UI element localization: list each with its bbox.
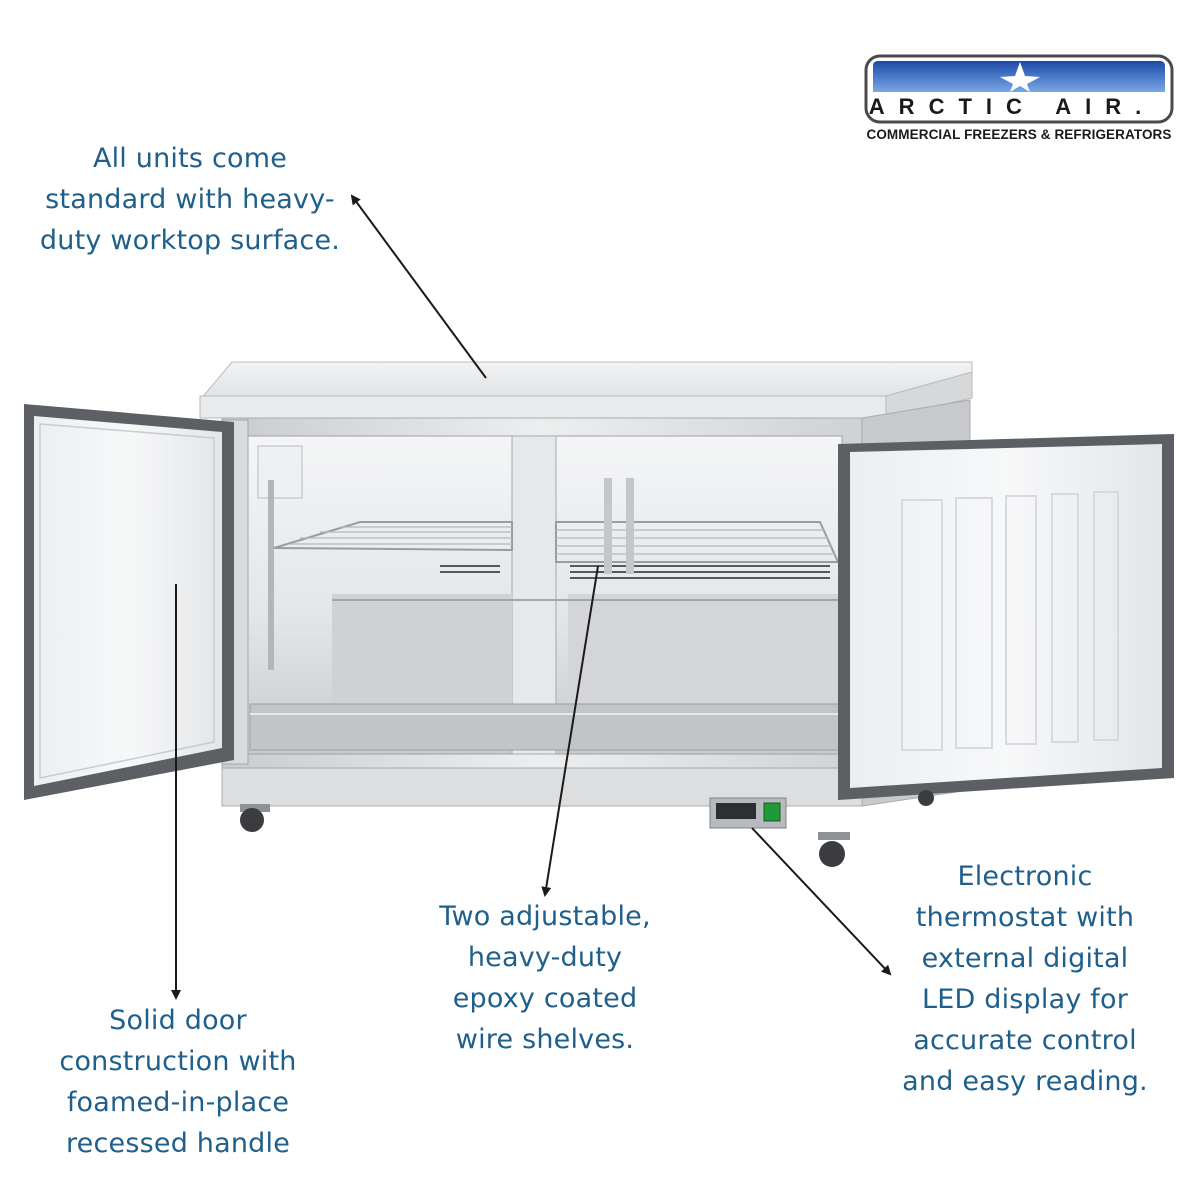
callout-shelves-line-1: Two adjustable, (439, 901, 651, 932)
callout-thermostat: Electronic thermostat with external digi… (880, 856, 1170, 1102)
worktop (198, 361, 973, 419)
arrow-thermostat (751, 827, 892, 976)
callout-thermostat-line-1: Electronic (957, 861, 1093, 892)
callout-worktop-line-3: duty worktop surface. (39, 225, 341, 256)
thermostat-panel (709, 797, 787, 829)
callout-thermostat-line-2: thermostat with (915, 902, 1135, 933)
callout-thermostat-line-3: external digital (921, 943, 1129, 974)
callout-shelves-line-4: wire shelves. (455, 1024, 635, 1055)
callout-worktop: All units come standard with heavy- duty… (30, 138, 350, 261)
callout-thermostat-line-5: accurate control (913, 1025, 1137, 1056)
arrow-worktop (350, 194, 487, 379)
callout-thermostat-line-4: LED display for (921, 984, 1129, 1015)
arctic-air-logo: ARCTIC AIR. (864, 54, 1174, 124)
casters (240, 790, 934, 867)
logo-tagline: COMMERCIAL FREEZERS & REFRIGERATORS (866, 127, 1172, 142)
callout-door: Solid door construction with foamed-in-p… (40, 1000, 316, 1164)
callout-shelves: Two adjustable, heavy-duty epoxy coated … (410, 896, 680, 1060)
logo-block: COMMERCIAL FREEZERS & REFRIGERATORS (866, 55, 1172, 145)
callout-worktop-line-1: All units come (92, 143, 288, 174)
star-burst-icon (1000, 62, 1040, 92)
logo-brand: ARCTIC AIR. (869, 94, 1155, 119)
left-door (24, 404, 234, 800)
callout-arrows (171, 194, 892, 1000)
arrow-shelves (541, 565, 599, 897)
callout-door-line-4: recessed handle (65, 1128, 291, 1159)
callout-shelves-line-2: heavy-duty (467, 942, 623, 973)
callout-door-line-3: foamed-in-place (66, 1087, 290, 1118)
callout-worktop-line-2: standard with heavy- (45, 184, 335, 215)
callout-door-line-2: construction with (59, 1046, 297, 1077)
callout-shelves-line-3: epoxy coated (452, 983, 638, 1014)
right-door (838, 434, 1174, 800)
callout-thermostat-line-6: and easy reading. (902, 1066, 1148, 1097)
callout-door-line-1: Solid door (109, 1005, 247, 1036)
